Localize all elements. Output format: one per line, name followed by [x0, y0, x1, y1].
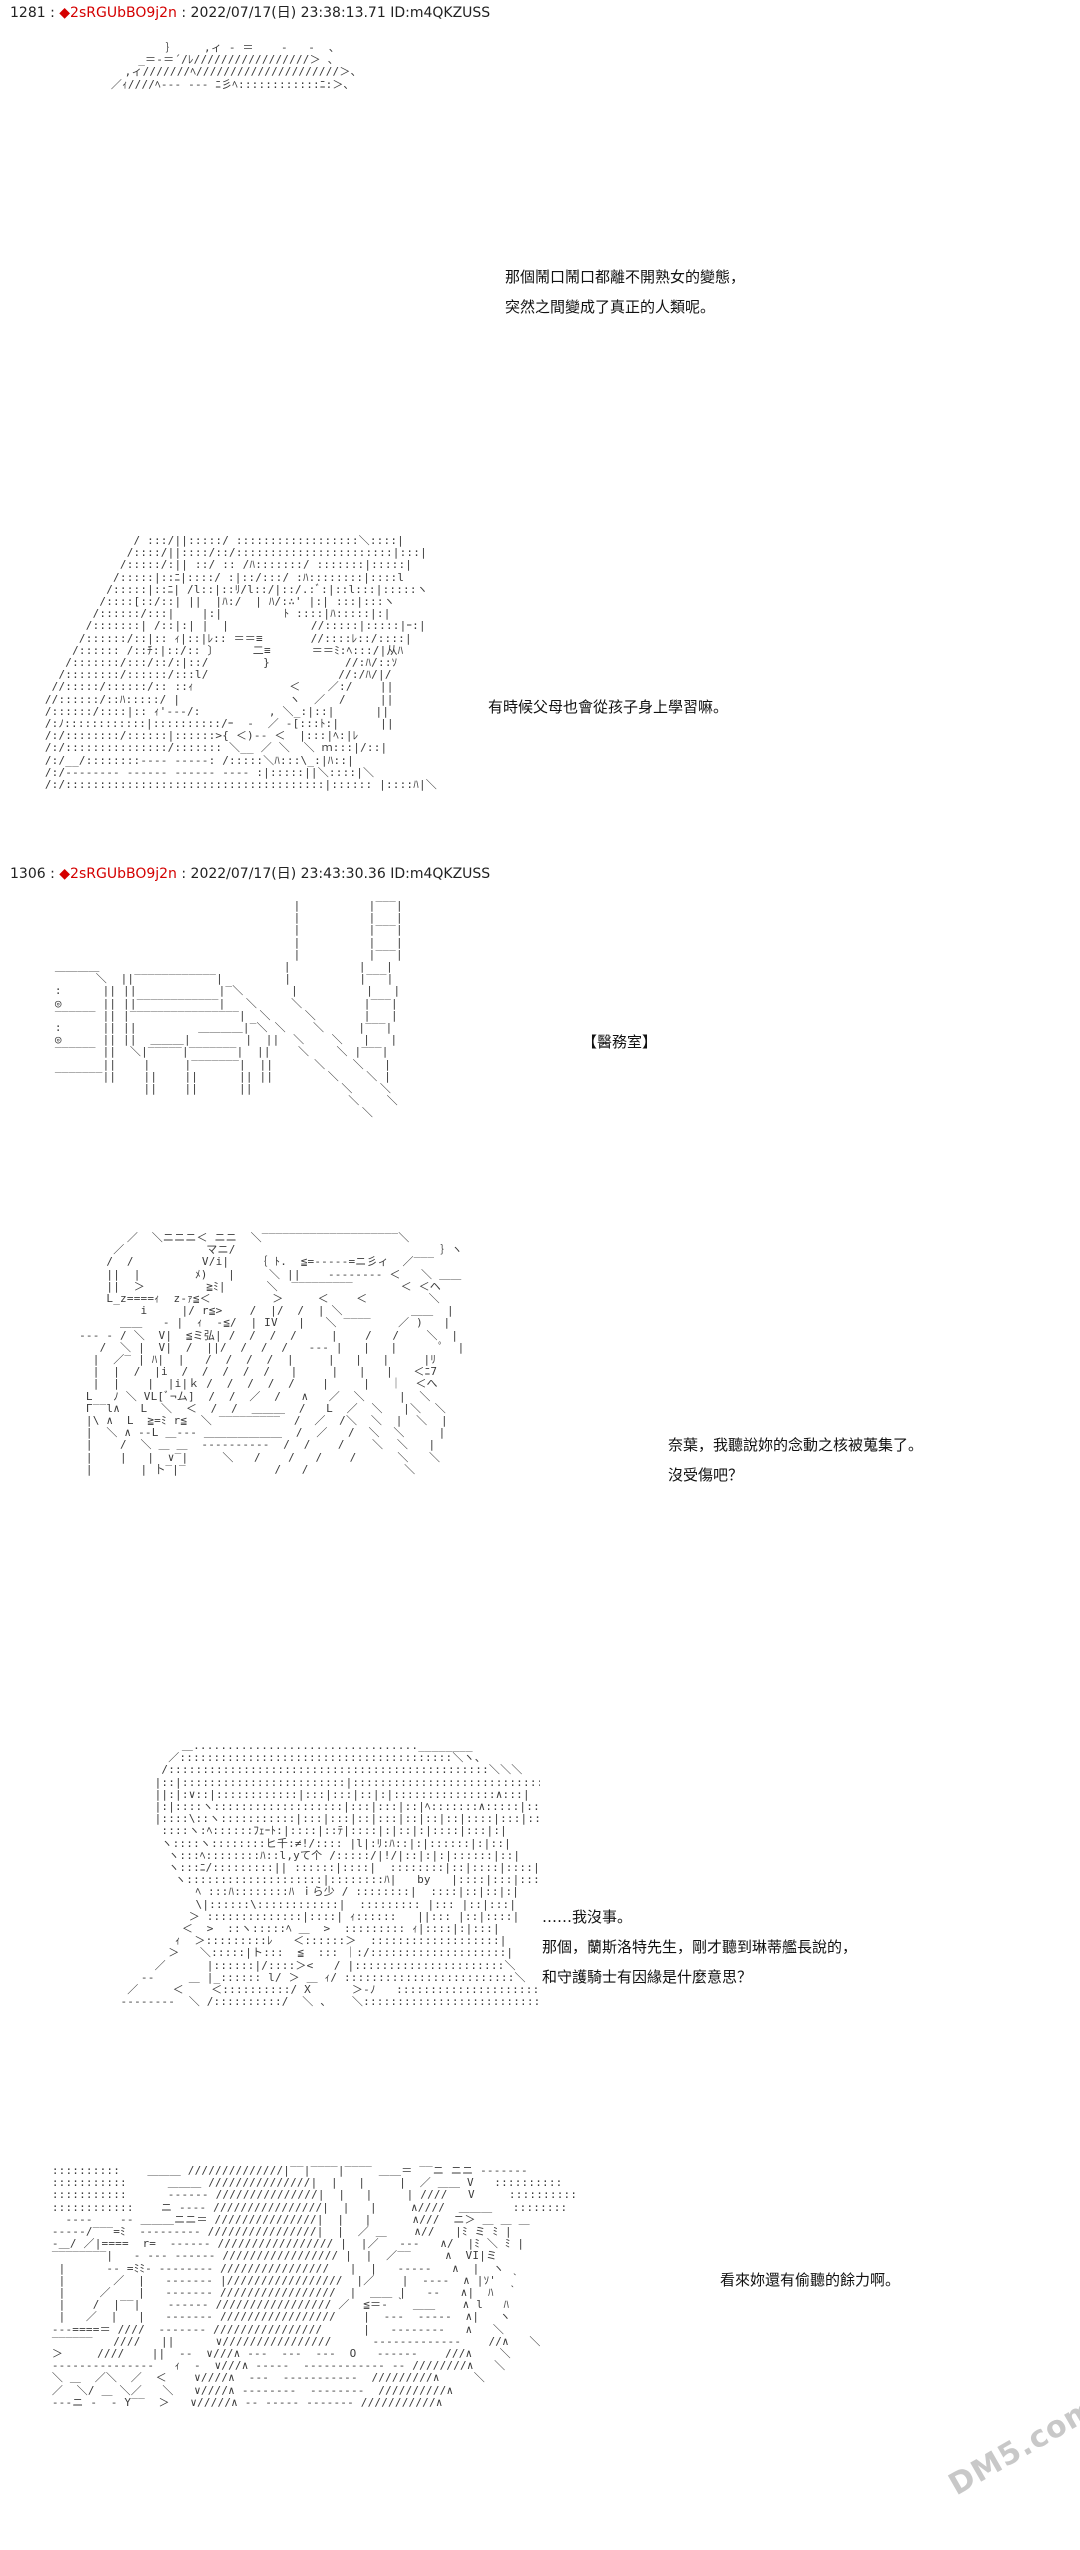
dialogue-6: 看來妳還有偷聽的餘力啊。 — [720, 2265, 900, 2295]
post-separator: : — [45, 866, 60, 882]
dialogue-line: 突然之間變成了真正的人類呢。 — [505, 298, 716, 316]
ascii-art-boy-portrait: ｝ ,ィ ‐ ＝ ‐ - 、 _＝-＝´/ﾚ/////////////////＞… — [110, 42, 362, 91]
dialogue-line: 【醫務室】 — [582, 1033, 658, 1051]
post-header: 1281 : ◆2sRGUbBO9j2n : 2022/07/17(日) 23:… — [10, 2, 490, 24]
ascii-art-lancelot-at-bedside: ／ ＼ニニニ＜ ニニ ＼‾‾‾‾‾‾‾‾‾‾‾‾‾‾‾‾‾‾‾‾＼ ／ マニ/ … — [79, 1232, 465, 1476]
watermark-text: DM5.com — [942, 2390, 1080, 2503]
dialogue-4: 奈葉，我聽說妳的念動之核被蒐集了。 沒受傷吧？ — [668, 1430, 923, 1490]
ascii-art-lancelot-closeup: :::::::::: ＿＿＿ //////////////|‾‾|‾‾‾‾|‾‾… — [51, 2165, 578, 2409]
post-separator: : — [45, 5, 60, 21]
trip-diamond-icon: ◆ — [59, 866, 71, 882]
dialogue-line: 有時候父母也會從孩子身上學習嘛。 — [488, 698, 729, 716]
dialogue-line: 和守護騎士有因緣是什麼意思？ — [542, 1968, 753, 1986]
dialogue-2: 有時候父母也會從孩子身上學習嘛。 — [488, 692, 728, 722]
post-meta: : 2022/07/17(日) 23:43:30.36 ID:m4QKZUSS — [176, 866, 491, 882]
dialogue-line: ……我沒事。 — [542, 1908, 633, 1926]
dialogue-line: 看來妳還有偷聽的餘力啊。 — [720, 2271, 901, 2289]
poster-trip[interactable]: 2sRGUbBO9j2n — [70, 5, 177, 21]
dialogue-5: ……我沒事。 那個，蘭斯洛特先生，剛才聽到琳蒂艦長說的， 和守護騎士有因緣是什麼… — [542, 1902, 857, 1992]
ascii-art-infirmary-room: | |‾‾‾| | | | | |‾‾‾| | | | — [54, 900, 403, 1120]
dialogue-line: 奈葉，我聽說妳的念動之核被蒐集了。 — [668, 1436, 924, 1454]
dialogue-3: 【醫務室】 — [582, 1027, 657, 1057]
post-number: 1306 — [10, 866, 46, 882]
poster-trip[interactable]: 2sRGUbBO9j2n — [70, 866, 177, 882]
dialogue-1: 那個鬧口鬧口都離不開熟女的變態， 突然之間變成了真正的人類呢。 — [505, 262, 745, 322]
post-header: 1306 : ◆2sRGUbBO9j2n : 2022/07/17(日) 23:… — [10, 863, 490, 885]
dialogue-line: 那個，蘭斯洛特先生，剛才聽到琳蒂艦長說的， — [542, 1938, 858, 1956]
trip-diamond-icon: ◆ — [59, 5, 71, 21]
dialogue-line: 那個鬧口鬧口都離不開熟女的變態， — [505, 268, 746, 286]
site-watermark: DM5.com — [943, 2391, 1080, 2550]
ascii-art-woman-profile: / :::/||:::::/ ::::::::::::::::::＼::::| … — [44, 535, 437, 792]
post-number: 1281 — [10, 5, 46, 21]
ascii-art-girl-in-bed: ＿.................................______… — [120, 1740, 540, 2009]
dialogue-line: 沒受傷吧？ — [668, 1466, 744, 1484]
post-meta: : 2022/07/17(日) 23:38:13.71 ID:m4QKZUSS — [176, 5, 491, 21]
